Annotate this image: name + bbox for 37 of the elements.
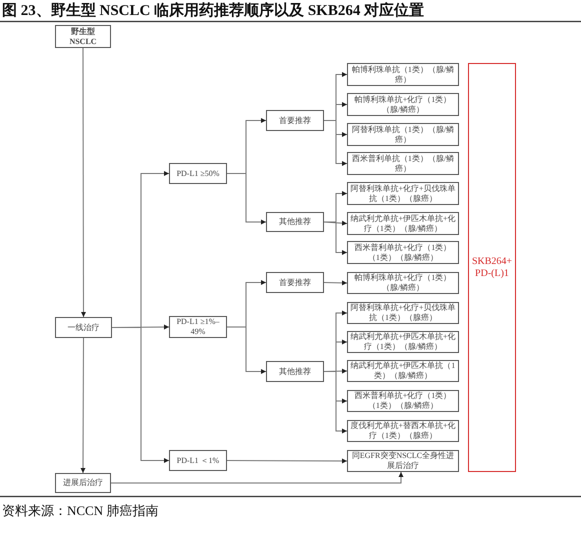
process-box: PD-L1 ≥1%–49% [169, 316, 227, 338]
arrow [112, 327, 170, 463]
process-box: 度伐利尤单抗+替西木单抗+化疗（1类）（腺癌） [347, 420, 459, 442]
arrow [324, 120, 348, 166]
process-box: PD-L1 ＜1% [169, 450, 227, 471]
process-box: 帕博利珠单抗+化疗（1类）（腺/鳞癌） [347, 93, 459, 116]
process-box: 野生型 NSCLC [55, 25, 111, 48]
process-box: 其他推荐 [266, 212, 324, 232]
process-box: 纳武利尤单抗+伊匹木单抗+化疗（1类）（腺/鳞癌） [347, 212, 459, 235]
process-box: 同EGFR突变NSCLC全身性进展后治疗 [347, 450, 459, 472]
process-box: 帕博利珠单抗+化疗（1类）（腺/鳞癌） [347, 272, 459, 294]
process-box: 阿替利珠单抗（1类）（腺/鳞癌） [347, 123, 459, 146]
process-box: 进展后治疗 [55, 473, 111, 493]
highlight-box: SKB264+ PD-(L)1 [468, 63, 516, 472]
figure-title: 图 23、野生型 NSCLC 临床用药推荐顺序以及 SKB264 对应位置 [2, 1, 424, 20]
arrow [226, 173, 266, 224]
process-box: 西米普利单抗+化疗（1类）（1类）（腺/鳞癌） [347, 390, 459, 412]
process-box: PD-L1 ≥50% [169, 163, 227, 184]
arrow [80, 338, 86, 474]
process-box: 其他推荐 [266, 361, 324, 382]
arrow [81, 48, 86, 318]
process-box: 阿替利珠单抗+化疗+贝伐珠单抗（1类）（腺癌） [347, 182, 459, 205]
process-box: 帕博利珠单抗（1类）（腺/鳞癌） [347, 63, 459, 86]
process-box: 西米普利单抗+化疗（1类）（1类）（腺/鳞癌） [347, 241, 459, 264]
arrow [324, 371, 348, 434]
arrow [324, 222, 348, 255]
process-box: 首要推荐 [266, 110, 324, 131]
process-box: 纳武利尤单抗+伊匹木单抗（1类）（腺/鳞癌） [347, 360, 459, 382]
arrow [110, 472, 404, 484]
process-box: 纳武利尤单抗+伊匹木单抗+化疗（1类）（腺/鳞癌） [347, 331, 459, 353]
arrow [226, 458, 348, 464]
process-box: 首要推荐 [266, 272, 324, 293]
process-box: 一线治疗 [55, 317, 112, 338]
arrow [324, 280, 348, 286]
process-box: 西米普利单抗（1类）（腺/鳞癌） [347, 152, 459, 175]
source-note: 资料来源：NCCN 肺癌指南 [2, 502, 158, 520]
process-box: 阿替利珠单抗+化疗+贝伐珠单抗（1类）（腺癌） [347, 302, 459, 324]
